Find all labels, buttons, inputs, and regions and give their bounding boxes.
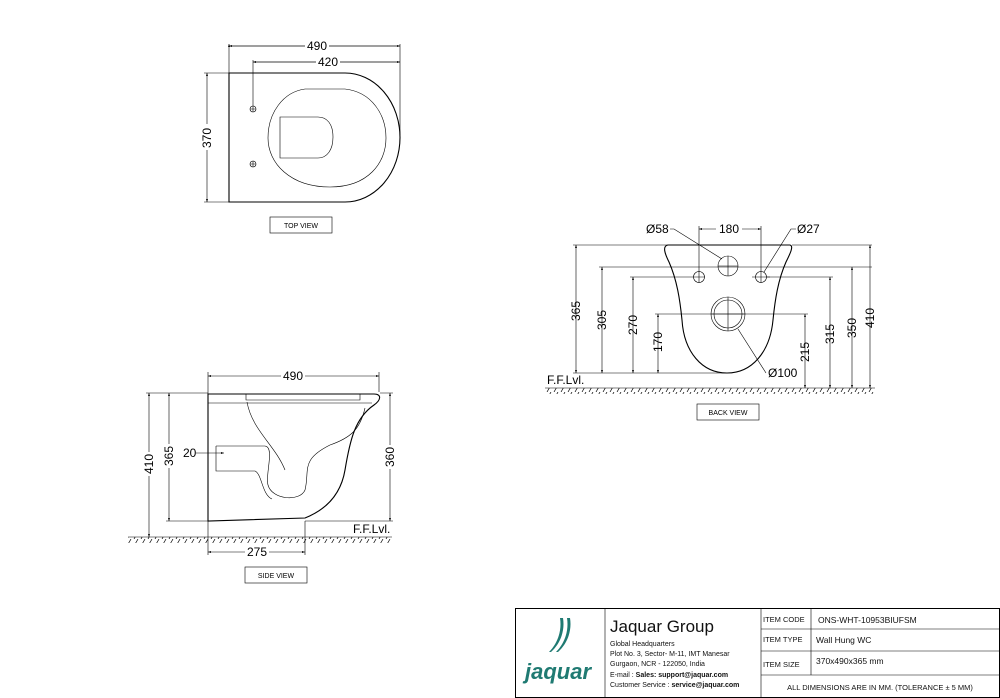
bowl-rim [267, 88, 387, 188]
item-code: ONS-WHT-10953BIUFSM [818, 615, 917, 625]
title-block: jaquar Jaquar Group Global Headquarters … [515, 608, 1000, 698]
svg-text:Customer Service : service@jaq: Customer Service : service@jaquar.com [610, 682, 739, 689]
dim-270: 270 [626, 315, 640, 335]
inlet-hole-icon [717, 255, 739, 277]
side-view-label-box [244, 566, 308, 584]
dim-370: 370 [200, 128, 214, 148]
back-view-label: BACK VIEW [709, 410, 748, 417]
dim-490: 490 [283, 369, 303, 383]
dim-490: 490 [307, 39, 327, 53]
dim-350: 350 [845, 318, 859, 338]
side-view-outline [207, 393, 381, 522]
back-view: F.F.Lvl. 180 Ø58 Ø27 Ø100 365 305 270 17… [545, 222, 877, 421]
dim-275: 275 [247, 545, 267, 559]
trap [215, 407, 366, 500]
service-value: service@jaquar.com [671, 682, 739, 689]
side-view: F.F.Lvl. 490 410 365 360 275 20 SIDE VIE… [128, 369, 397, 584]
dim-360: 360 [383, 447, 397, 467]
fixing-hole-icon [249, 105, 257, 113]
seat-rim [245, 394, 361, 401]
address-line: Gurgaon, NCR - 122050, India [610, 661, 705, 668]
dim-420: 420 [318, 55, 338, 69]
jaquar-logo: jaquar [522, 618, 592, 684]
dim-365: 365 [569, 301, 583, 321]
dim-170: 170 [651, 332, 665, 352]
dim-20: 20 [183, 446, 197, 460]
dim-315: 315 [823, 324, 837, 344]
dim-180: 180 [719, 222, 739, 236]
bowl-well [279, 116, 334, 159]
logo-wordmark: jaquar [522, 659, 592, 684]
dim-410: 410 [863, 308, 877, 328]
top-view-outline [228, 72, 401, 203]
item-size-label: ITEM SIZE [763, 660, 800, 669]
dim-dia-27: Ø27 [797, 222, 820, 236]
dim-dia-58: Ø58 [646, 222, 669, 236]
fixing-hole-icon [693, 271, 705, 283]
dim-215: 215 [798, 342, 812, 362]
side-view-label: SIDE VIEW [258, 573, 295, 580]
item-code-label: ITEM CODE [763, 615, 805, 624]
bowl-profile [246, 401, 286, 471]
dim-410: 410 [142, 454, 156, 474]
svg-text:E-mail : Sales: support@jaquar: E-mail : Sales: support@jaquar.com [610, 672, 728, 679]
address-line: Global Headquarters [610, 641, 675, 648]
top-view-label: TOP VIEW [284, 223, 318, 230]
top-view-label-box [269, 216, 333, 234]
email-value: Sales: support@jaquar.com [636, 672, 728, 679]
dim-305: 305 [595, 310, 609, 330]
back-view-label-box [696, 403, 760, 421]
item-type: Wall Hung WC [816, 635, 871, 645]
fixing-hole-icon [249, 160, 257, 168]
company-name: Jaquar Group [610, 617, 714, 636]
dim-dia-100: Ø100 [768, 366, 798, 380]
service-label: Customer Service : [610, 682, 671, 689]
dim-365: 365 [162, 446, 176, 466]
top-view: 490 420 370 TOP VIEW [200, 39, 401, 234]
side-floor-label: F.F.Lvl. [353, 522, 390, 536]
item-size: 370x490x365 mm [816, 656, 884, 666]
back-floor-label: F.F.Lvl. [547, 373, 584, 387]
email-label: E-mail : [610, 672, 636, 679]
back-view-outline [664, 244, 793, 374]
tolerance-note: ALL DIMENSIONS ARE IN MM. (TOLERANCE ± 5… [787, 683, 973, 692]
address-line: Plot No. 3, Sector- M-11, IMT Manesar [610, 651, 730, 658]
item-type-label: ITEM TYPE [763, 635, 802, 644]
